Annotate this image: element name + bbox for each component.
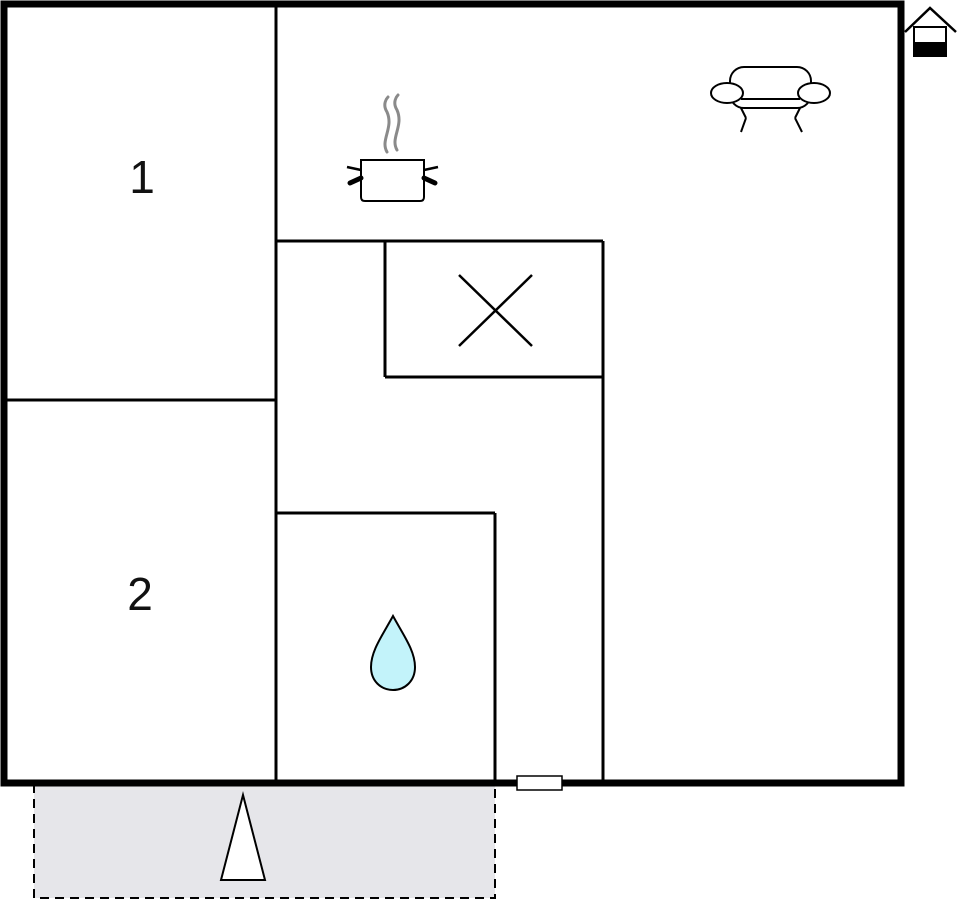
terrace-area (33, 784, 496, 899)
room-2-number: 2 (127, 568, 153, 620)
interior-walls (7, 7, 605, 781)
sofa-icon (710, 66, 831, 133)
house-icon (904, 6, 957, 57)
cooking-pot-icon (346, 93, 439, 202)
parasol-icon (219, 791, 267, 881)
outer-wall (0, 0, 905, 787)
room-1-number: 1 (129, 151, 155, 203)
x-mark-icon (458, 274, 533, 347)
water-drop-icon (369, 613, 417, 692)
entrance-door (516, 775, 563, 791)
